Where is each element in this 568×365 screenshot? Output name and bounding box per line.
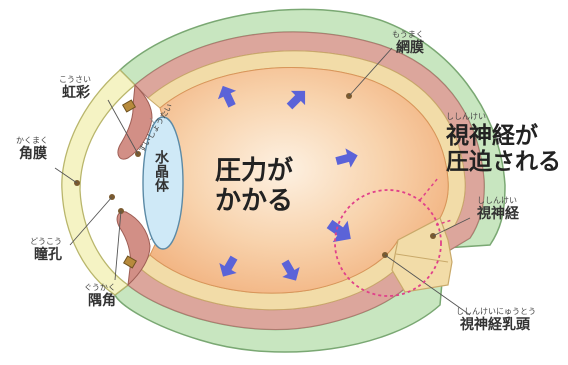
pressure-text-line1: 圧力が: [215, 157, 293, 187]
optic-disc-ruby: ししんけいにゅうとう: [456, 308, 536, 316]
angle-ruby: ぐうかく: [84, 284, 116, 292]
iris-ruby: こうさい: [59, 76, 91, 84]
pupil-ruby: どうこう: [30, 238, 62, 246]
optic-nerve-label: 視神経: [477, 207, 519, 221]
angle-label: 隅角: [88, 294, 116, 308]
cornea-ruby: かくまく: [16, 137, 48, 145]
pupil-label: 瞳孔: [34, 248, 62, 262]
pressure-text: 圧力が かかる: [215, 157, 293, 217]
retina-label: 網膜: [396, 41, 424, 55]
callout-ruby: ししんけい: [446, 113, 486, 121]
pressure-text-line2: かかる: [215, 187, 293, 217]
optic-nerve-ruby: ししんけい: [477, 197, 517, 205]
callout-line1: 視神経が: [446, 123, 561, 149]
callout-line2: 圧迫される: [446, 149, 561, 175]
iris-label: 虹彩: [62, 86, 90, 100]
lens-label: 水晶体: [154, 150, 168, 192]
optic-disc-label: 視神経乳頭: [460, 318, 530, 332]
cornea-label: 角膜: [19, 147, 47, 161]
callout-text: 視神経が 圧迫される: [446, 123, 561, 176]
retina-ruby: もうまく: [392, 31, 424, 39]
